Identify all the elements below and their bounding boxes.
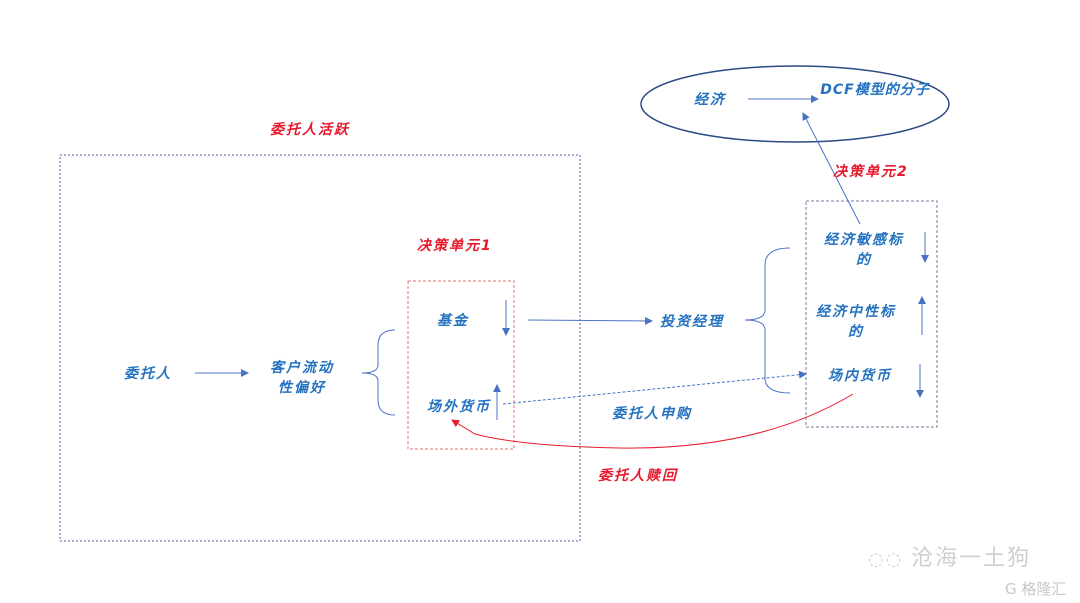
arrow-fund-manager <box>527 316 653 325</box>
dcf-numerator-node: DCF模型的分子 <box>820 82 930 98</box>
wechat-icon: ◌◌ <box>868 549 912 570</box>
otc-currency-node: 场外货币 <box>427 399 491 415</box>
decision-unit-2-label: 决策单元2 <box>833 164 909 180</box>
econ-neutral-node: 经济中性标的 <box>816 304 896 340</box>
decision-unit-2-box <box>805 200 938 428</box>
economy-node: 经济 <box>694 92 726 108</box>
fund-node: 基金 <box>437 313 469 329</box>
arrow-to-dcf <box>802 112 861 225</box>
client-node: 委托人 <box>124 366 172 382</box>
client-active-label: 委托人活跃 <box>270 122 350 138</box>
arrow-redeem <box>451 393 854 449</box>
brace-left <box>361 329 396 416</box>
onex-currency-node: 场内货币 <box>828 368 892 384</box>
client-redeem-label: 委托人赎回 <box>598 468 678 484</box>
liquidity-preference-node: 客户流动性偏好 <box>270 360 334 396</box>
dcf-ellipse <box>640 65 950 143</box>
watermark-account: ◌◌ 沧海一土狗 <box>868 546 1032 571</box>
brace-right <box>744 247 791 394</box>
decision-unit-1-box <box>407 280 515 450</box>
brand-logo-icon: G <box>1005 580 1022 598</box>
decision-unit-1-label: 决策单元1 <box>417 238 493 254</box>
econ-sensitive-node: 经济敏感标的 <box>824 232 904 268</box>
arrow-subscribe <box>502 370 807 405</box>
investment-manager-node: 投资经理 <box>660 314 724 330</box>
client-active-box <box>59 154 581 542</box>
client-subscribe-label: 委托人申购 <box>612 406 692 422</box>
watermark-brand: G 格隆汇 <box>1005 580 1067 598</box>
